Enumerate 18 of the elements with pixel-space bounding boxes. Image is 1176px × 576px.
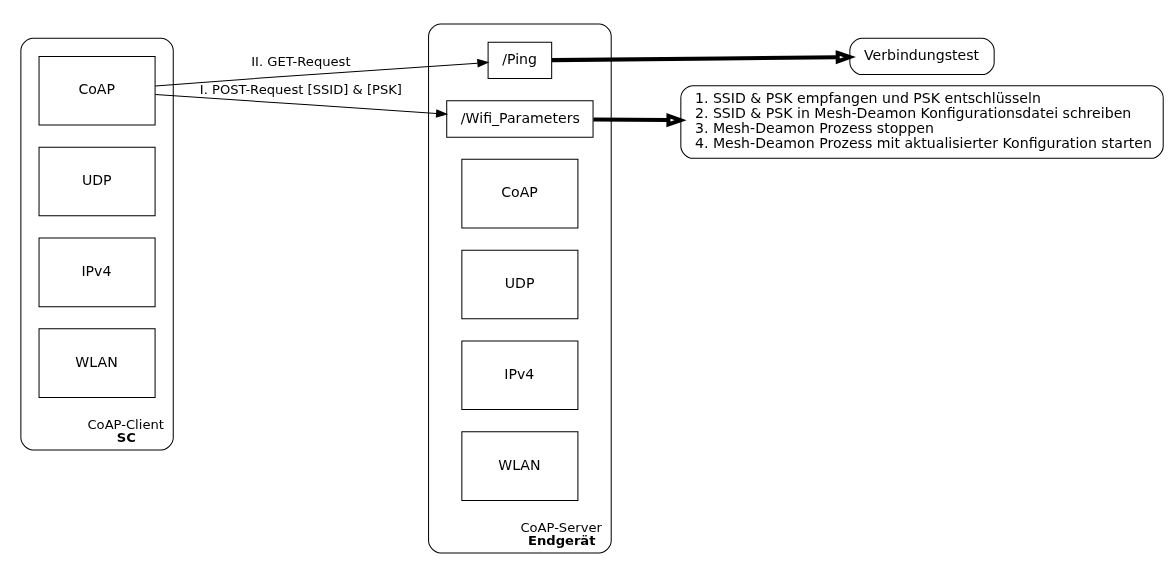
node-box: CoAP — [38, 55, 156, 126]
node-box: WLAN — [461, 430, 579, 501]
node-box: CoAP — [461, 158, 579, 228]
edge-label: I. POST-Request [SSID] & [PSK] — [199, 81, 402, 97]
node-box: Verbindungstest — [849, 37, 995, 75]
arrow — [551, 49, 856, 64]
node-box: IPv4 — [38, 237, 156, 307]
edge-label: II. GET-Request — [251, 53, 351, 69]
node-box: /Wifi_Parameters — [446, 99, 594, 138]
arrow — [154, 93, 449, 118]
node-box: WLAN — [38, 327, 156, 398]
node-box: /Ping — [487, 41, 553, 79]
arrow — [154, 58, 490, 86]
node-box: UDP — [461, 249, 579, 319]
arrow — [593, 112, 687, 127]
node-box: IPv4 — [461, 339, 579, 410]
node-box: 1. SSID & PSK empfangen und PSK entschlüsseln 2. SSID & PSK in Mesh-Deamon Konfigurationsdatei schreiben 3. Mesh-Deamon Prozess stoppen 4. Mesh-Deamon Prozess mit aktualisierter Konfiguration starten — [680, 84, 1164, 159]
node-box: UDP — [38, 146, 156, 216]
